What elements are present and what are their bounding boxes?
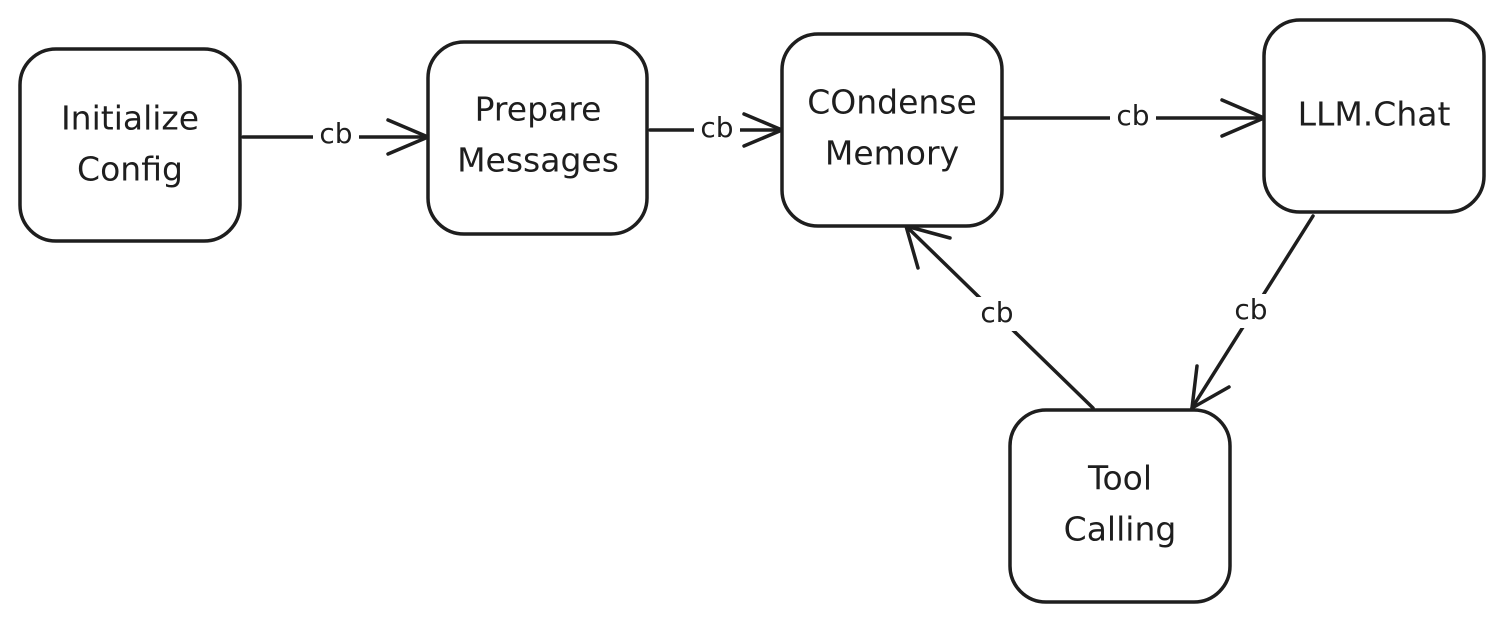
edge-condense-to-llm: cb — [1002, 98, 1266, 138]
node-llm-chat-line-1: LLM.Chat — [1298, 95, 1451, 134]
node-prepare-messages-line-2: Messages — [457, 141, 619, 180]
edge-label-llm-to-tool: cb — [1234, 293, 1267, 326]
node-tool-calling-line-1: Tool — [1087, 459, 1152, 498]
edge-label-condense-to-llm: cb — [1116, 99, 1149, 132]
node-llm-chat: LLM.Chat — [1262, 18, 1486, 214]
edge-llm-to-tool: cb — [1190, 214, 1315, 410]
node-condense-memory-line-1: COndense — [807, 83, 977, 122]
node-tool-calling-line-2: Calling — [1064, 510, 1177, 549]
node-prepare-messages: Prepare Messages — [426, 40, 649, 236]
node-prepare-messages-line-1: Prepare — [475, 90, 602, 129]
node-condense-memory-line-2: Memory — [825, 134, 959, 173]
edge-label-prepare-to-condense: cb — [700, 111, 733, 144]
node-condense-memory: COndense Memory — [780, 32, 1004, 228]
node-initialize-config-line-2: Config — [77, 150, 183, 189]
node-initialize-config: Initialize Config — [18, 47, 242, 243]
node-initialize-config-line-1: Initialize — [61, 99, 199, 138]
edge-tool-to-condense: cb — [904, 224, 1095, 410]
edge-label-init-to-prepare: cb — [319, 117, 352, 150]
node-tool-calling: Tool Calling — [1008, 408, 1232, 604]
edge-init-to-prepare: cb — [241, 117, 430, 156]
edge-label-tool-to-condense: cb — [980, 296, 1013, 329]
edge-prepare-to-condense: cb — [648, 111, 784, 148]
